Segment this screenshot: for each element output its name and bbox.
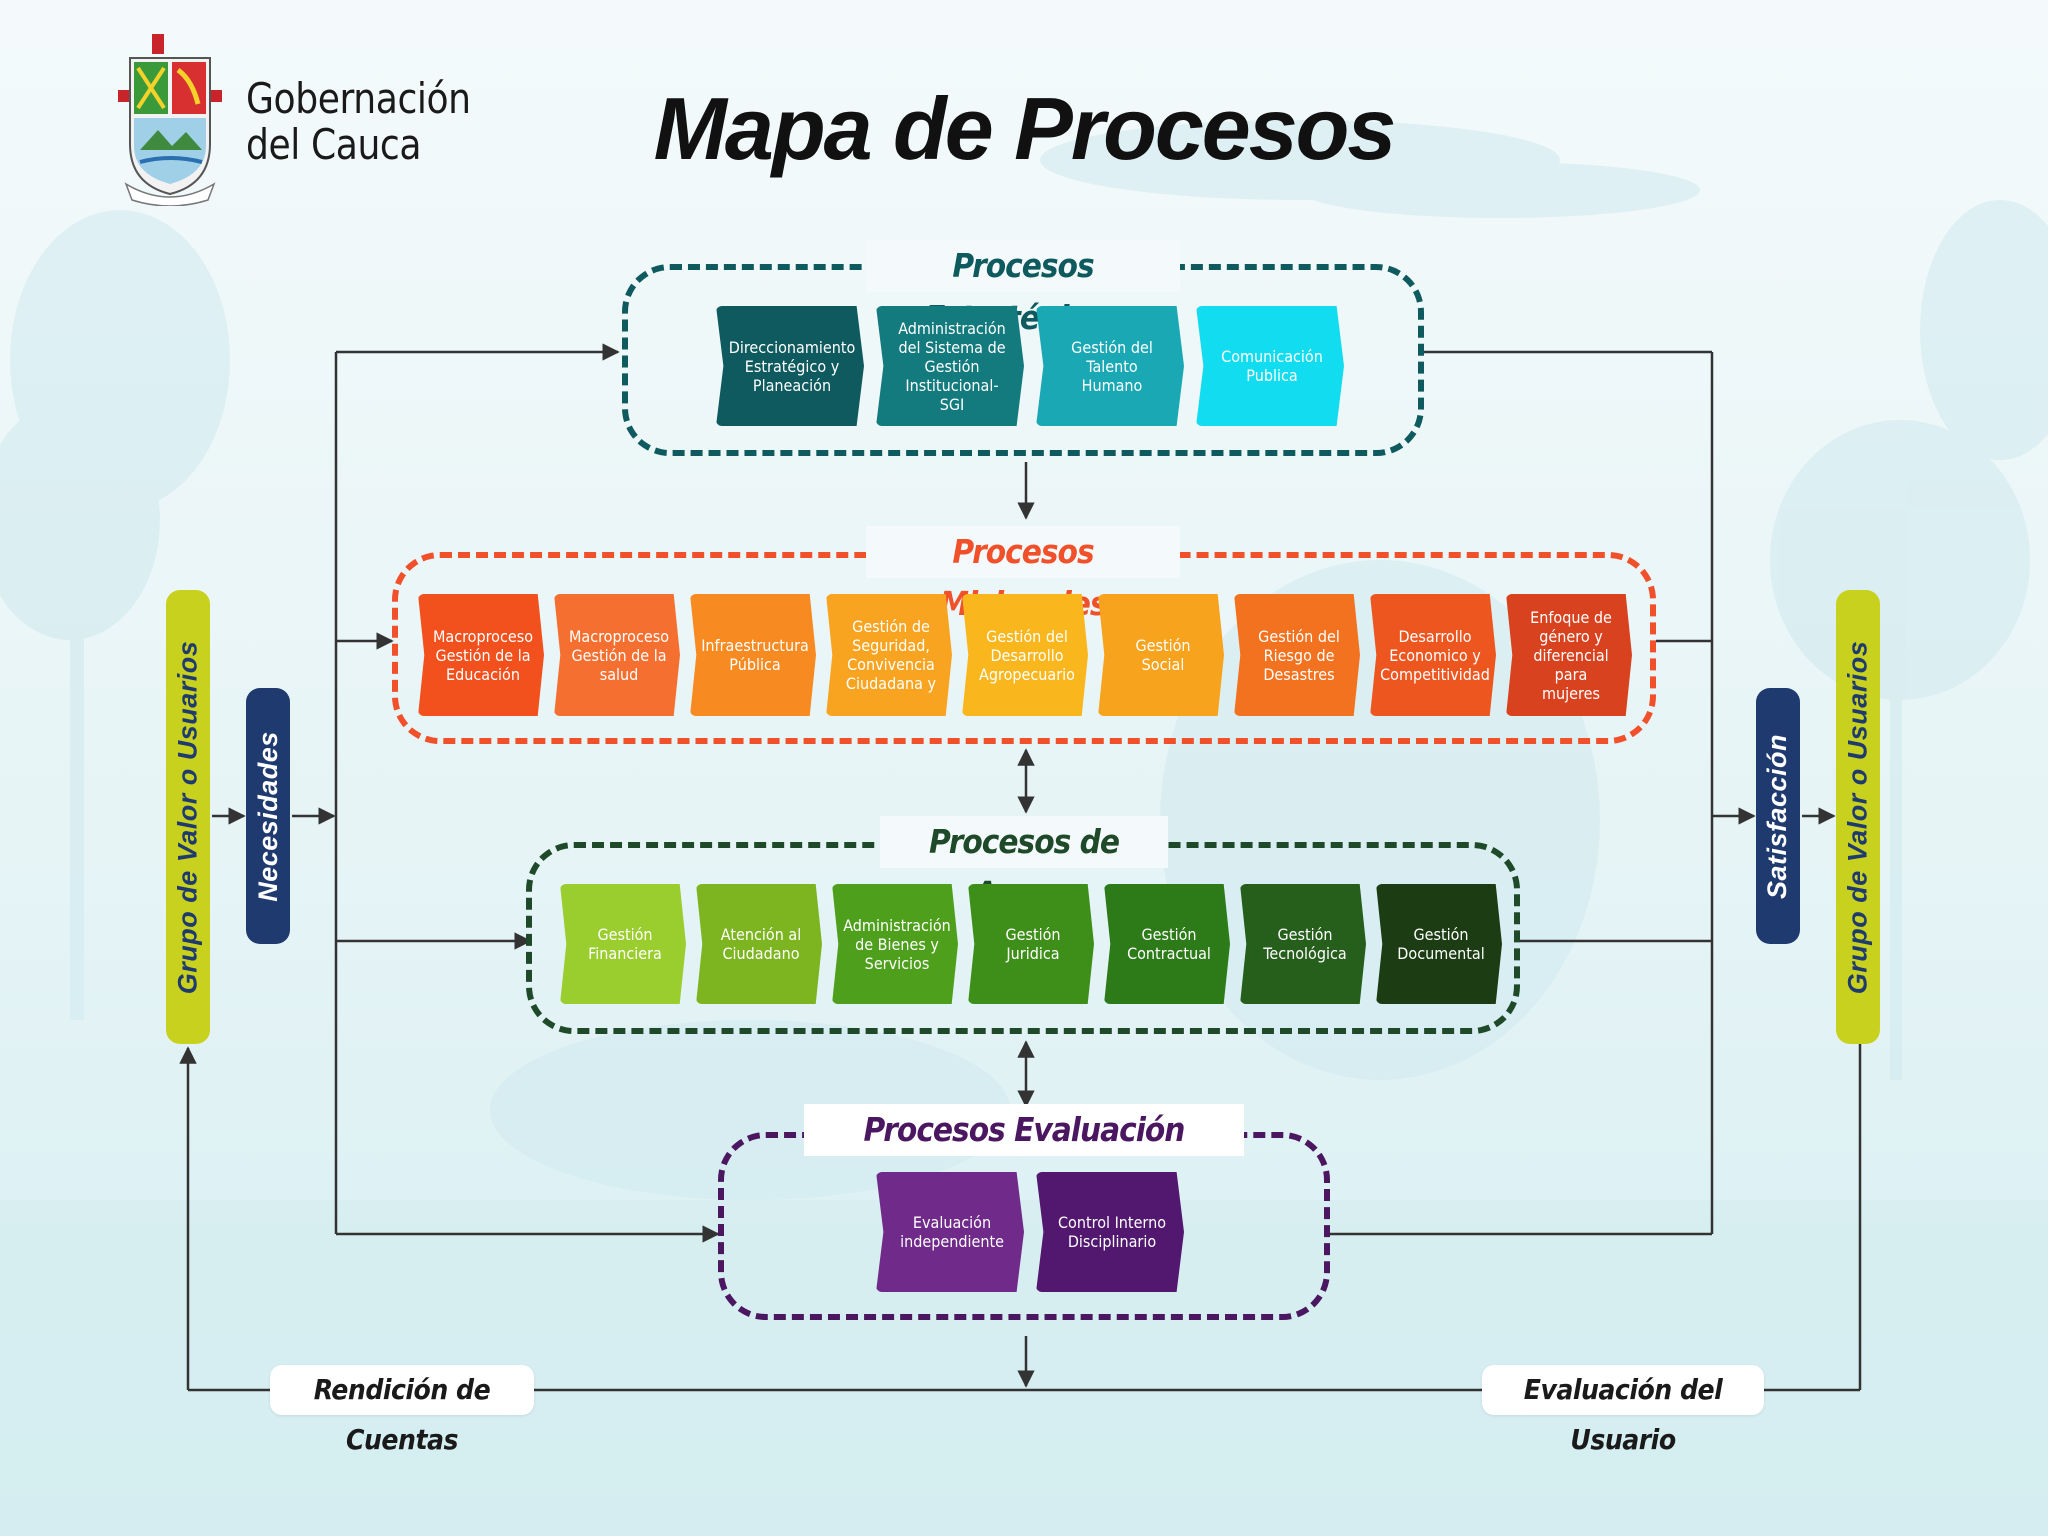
process-label: Gestión Financiera [588,925,662,963]
rendicion-cuentas-label: Rendición de Cuentas [270,1365,534,1456]
necesidades-label: Necesidades [252,730,283,902]
process-label: Desarrollo Economico y Competitividad [1380,626,1490,684]
process-label: Comunicación Publica [1221,347,1323,385]
right-group-label: Grupo de Valor o Usuarios [1842,640,1873,994]
process-label: Gestión de Seguridad, Convivencia Ciudad… [845,617,937,693]
process-bienes-servicios[interactable]: Administración de Bienes y Servicios [832,884,958,1004]
process-label: Gestión Juridica [1005,925,1061,963]
process-riesgo-desastres[interactable]: Gestión del Riesgo de Desastres [1234,594,1360,716]
process-label: Infraestructura Pública [701,636,809,674]
process-label: Macroproceso Gestión de la salud [568,626,670,684]
process-salud[interactable]: Macroproceso Gestión de la salud [554,594,680,716]
process-gestion-documental[interactable]: Gestión Documental [1376,884,1502,1004]
group-apoyo-title: Procesos de Apoyo [880,816,1168,913]
group-estrategicos-title: Procesos Estratégicos [866,240,1180,337]
process-label: Gestión Social [1135,636,1191,674]
group-misionales-title: Procesos Misionales [866,526,1180,623]
right-group-bar: Grupo de Valor o Usuarios [1836,590,1880,1044]
group-evaluacion-title: Procesos Evaluación [804,1104,1244,1156]
process-label: Enfoque de género y diferencial para muj… [1530,607,1612,703]
left-group-label: Grupo de Valor o Usuarios [172,640,203,994]
process-infraestructura[interactable]: Infraestructura Pública [690,594,816,716]
process-direccionamiento[interactable]: Direccionamiento Estratégico y Planeació… [716,306,864,426]
estrategicos-row: Direccionamiento Estratégico y Planeació… [716,306,1344,426]
process-gestion-juridica[interactable]: Gestión Juridica [968,884,1094,1004]
process-gestion-contractual[interactable]: Gestión Contractual [1104,884,1230,1004]
process-administracion-sgi[interactable]: Administración del Sistema de Gestión In… [876,306,1024,426]
process-desarrollo-agropecuario[interactable]: Gestión del Desarrollo Agropecuario [962,594,1088,716]
satisfaccion-bar: Satisfacción [1756,688,1800,944]
misionales-row: Macroproceso Gestión de la Educación Mac… [418,594,1632,716]
process-label: Control Interno Disciplinario [1058,1213,1166,1251]
evaluacion-row: Evaluación independiente Control Interno… [876,1172,1184,1292]
process-label: Administración de Bienes y Servicios [843,915,951,973]
process-comunicacion-publica[interactable]: Comunicación Publica [1196,306,1344,426]
process-label: Direccionamiento Estratégico y Planeació… [728,337,856,395]
process-label: Atención al Ciudadano [720,925,802,963]
process-control-interno[interactable]: Control Interno Disciplinario [1036,1172,1184,1292]
process-label: Gestión Tecnológica [1263,925,1347,963]
process-gestion-financiera[interactable]: Gestión Financiera [560,884,686,1004]
process-gestion-tecnologica[interactable]: Gestión Tecnológica [1240,884,1366,1004]
process-atencion-ciudadano[interactable]: Atención al Ciudadano [696,884,822,1004]
process-talento-humano[interactable]: Gestión del Talento Humano [1036,306,1184,426]
evaluacion-usuario-label: Evaluación del Usuario [1482,1365,1764,1456]
apoyo-row: Gestión Financiera Atención al Ciudadano… [560,884,1502,1004]
process-label: Gestión Documental [1397,925,1485,963]
process-label: Gestión Contractual [1127,925,1211,963]
process-desarrollo-economico[interactable]: Desarrollo Economico y Competitividad [1370,594,1496,716]
process-gestion-social[interactable]: Gestión Social [1098,594,1224,716]
process-enfoque-genero[interactable]: Enfoque de género y diferencial para muj… [1506,594,1632,716]
process-seguridad-convivencia[interactable]: Gestión de Seguridad, Convivencia Ciudad… [826,594,952,716]
org-name-line2: del Cauca [246,120,422,169]
process-label: Evaluación independiente [900,1213,1004,1251]
process-evaluacion-independiente[interactable]: Evaluación independiente [876,1172,1024,1292]
process-label: Administración del Sistema de Gestión In… [898,318,1006,414]
page-title: Mapa de Procesos [653,79,1397,178]
necesidades-bar: Necesidades [246,688,290,944]
satisfaccion-label: Satisfacción [1762,733,1793,899]
process-label: Macroproceso Gestión de la Educación [432,626,534,684]
process-label: Gestión del Riesgo de Desastres [1258,626,1340,684]
coat-of-arms-logo [118,34,222,206]
process-educacion[interactable]: Macroproceso Gestión de la Educación [418,594,544,716]
left-group-bar: Grupo de Valor o Usuarios [166,590,210,1044]
org-name-line1: Gobernación [246,74,471,123]
process-label: Gestión del Talento Humano [1071,337,1153,395]
process-label: Gestión del Desarrollo Agropecuario [979,626,1075,684]
